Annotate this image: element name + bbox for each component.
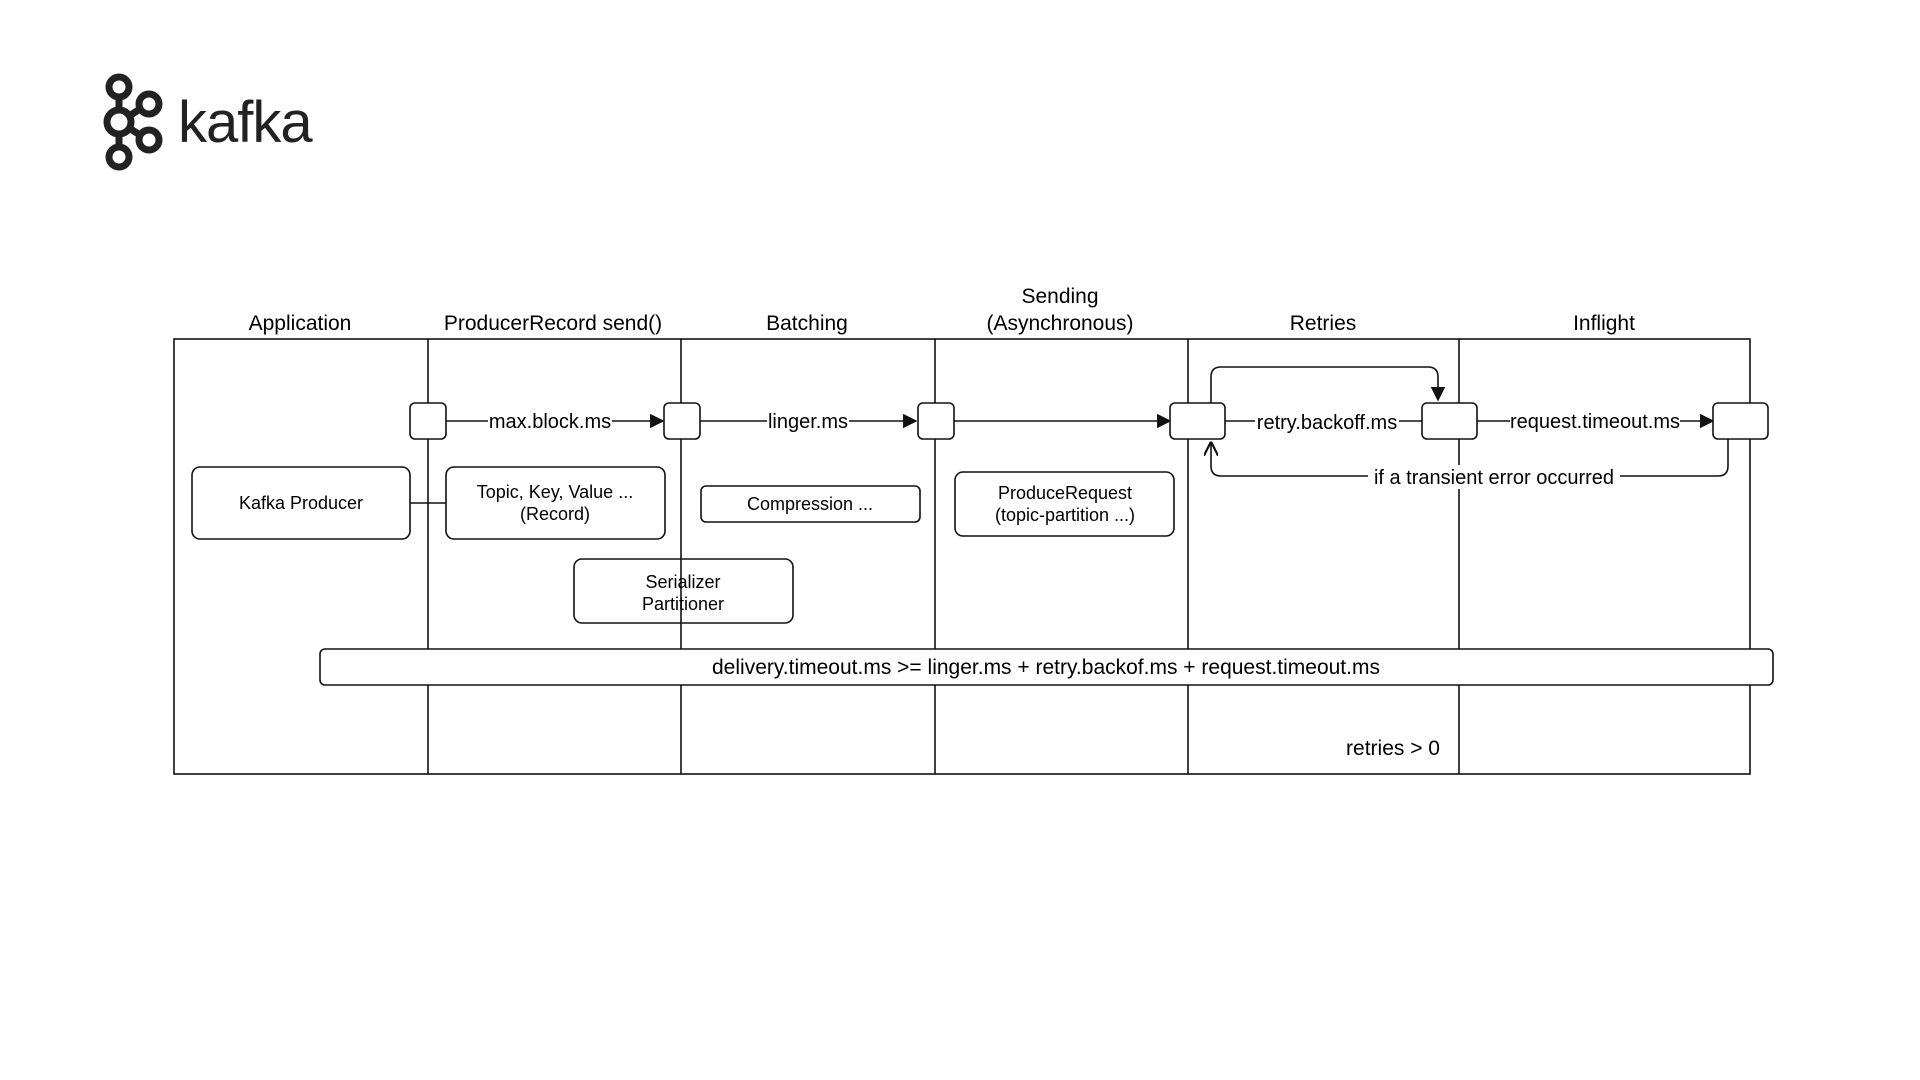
flow-node-send [409,402,447,440]
formula-text: delivery.timeout.ms >= linger.ms + retry… [712,656,1380,679]
flow-node-batch [663,402,701,440]
swimlane-frame [173,338,1751,775]
lane-title-sending: Sending [1021,285,1098,308]
lane-title-application: Application [249,312,352,335]
edge-label-linger: linger.ms [768,411,848,433]
lane-title-producer-record-send: ProducerRecord send() [444,312,662,335]
box-compression-label: Compression ... [747,494,873,514]
logo-text: kafka [178,90,313,155]
lane-title-inflight: Inflight [1573,312,1635,335]
edge-label-request-timeout: request.timeout.ms [1510,411,1680,433]
box-compression: Compression ... [700,485,921,523]
box-serializer-line-1: Serializer [645,572,720,592]
edge-label-transient-error: if a transient error occurred [1374,467,1614,489]
flow-node-retries-start [1169,402,1226,440]
retries-note: retries > 0 [1346,737,1440,760]
flow-node-retries-end [1421,402,1478,440]
kafka-logo: kafka [103,73,314,171]
box-record: Topic, Key, Value ... (Record) [445,466,666,540]
flow-nodes [409,402,1769,440]
box-produce-request-line-1: ProduceRequest [998,483,1132,503]
edge-labels: max.block.ms linger.ms retry.backoff.ms … [488,409,1680,489]
process-boxes: Kafka Producer Topic, Key, Value ... (Re… [191,466,1175,624]
edge-label-max-block: max.block.ms [489,411,611,433]
box-serializer-partitioner: Serializer Partitioner [573,558,794,624]
flow-node-inflight [1712,402,1769,440]
edge-retry-loop-top [1210,366,1446,403]
lane-title-sending-subtitle: (Asynchronous) [986,312,1133,335]
delivery-timeout-formula: delivery.timeout.ms >= linger.ms + retry… [319,648,1774,686]
lane-titles: Application ProducerRecord send() Batchi… [249,285,1635,335]
edge-label-retry-backoff: retry.backoff.ms [1257,412,1397,434]
box-record-line-1: Topic, Key, Value ... [477,482,633,502]
box-serializer-line-2: Partitioner [642,594,724,614]
box-kafka-producer: Kafka Producer [191,466,411,540]
lane-title-retries: Retries [1290,312,1357,335]
box-produce-request-line-2: (topic-partition ...) [995,505,1135,525]
box-produce-request: ProduceRequest (topic-partition ...) [954,471,1175,537]
flow-node-sending [917,402,955,440]
box-kafka-producer-label: Kafka Producer [239,493,363,513]
box-record-line-2: (Record) [520,504,590,524]
lane-title-batching: Batching [766,312,848,335]
kafka-logo-icon [103,73,163,171]
